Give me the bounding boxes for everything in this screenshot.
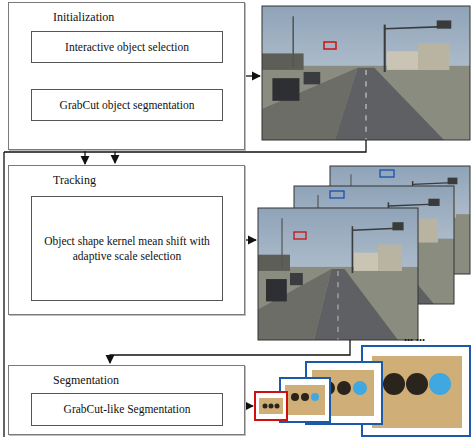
process-box: GrabCut-like Segmentation: [31, 393, 223, 426]
stage-panel: TrackingObject shape kernel mean shift w…: [8, 165, 245, 315]
panel-title: Tracking: [53, 173, 96, 188]
process-box: Interactive object selection: [31, 31, 223, 63]
flow-lines: [4, 76, 366, 437]
panel-title: Segmentation: [53, 373, 119, 388]
process-box: Object shape kernel mean shift with adap…: [31, 196, 223, 301]
stage-panel: SegmentationGrabCut-like Segmentation: [8, 365, 245, 435]
ellipsis-label: ... ...: [404, 330, 425, 345]
process-box: GrabCut object segmentation: [31, 89, 223, 121]
box-text: Interactive object selection: [65, 40, 189, 54]
segmentation-crops: [255, 346, 470, 436]
street-photo: [262, 6, 470, 140]
flow-arrow: [84, 150, 85, 164]
box-text: GrabCut-like Segmentation: [64, 402, 191, 416]
box-text: GrabCut object segmentation: [60, 98, 195, 112]
stage-panel: InitializationInteractive object selecti…: [8, 2, 245, 150]
box-text: Object shape kernel mean shift with adap…: [38, 234, 216, 263]
frame-stack: [258, 166, 470, 340]
panel-title: Initialization: [53, 10, 114, 25]
